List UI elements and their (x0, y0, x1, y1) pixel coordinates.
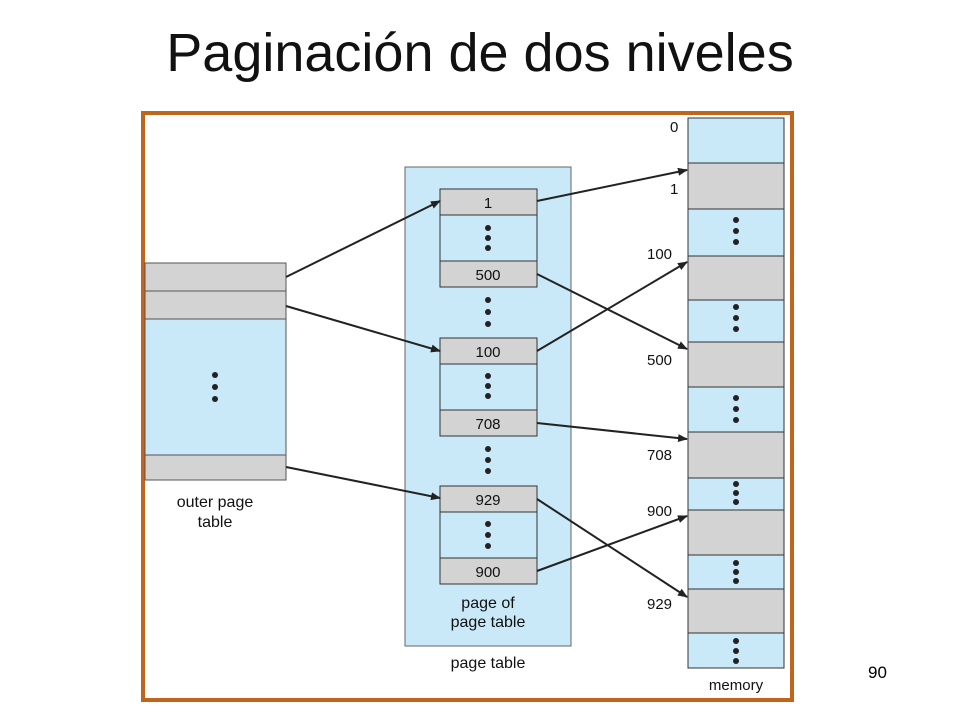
ellipsis-dots (485, 446, 491, 474)
page-of-page-table-1: 1 500 (439, 188, 538, 288)
memory-address: 900 (647, 503, 672, 520)
arrow-entry-900-to-memory (536, 515, 688, 572)
page-of-page-table-label-line1: page of (461, 595, 515, 612)
arrow-entry-500-to-memory (536, 273, 688, 350)
arrow-entry-708-to-memory (536, 422, 688, 443)
memory-frame (687, 341, 785, 388)
slide-number: 90 (868, 663, 887, 682)
ellipsis-dots (485, 297, 491, 327)
ellipsis-dots (485, 225, 491, 251)
memory-address: 0 (670, 119, 678, 136)
arrow-outer-to-ptable-3 (285, 466, 441, 501)
pointer-arrows (285, 167, 688, 598)
memory-frame (687, 162, 785, 210)
arrow-entry-1-to-memory (536, 167, 688, 202)
page-table-entry: 708 (475, 416, 500, 433)
memory-frame (687, 509, 785, 556)
page-table-label: page table (451, 655, 526, 672)
page-table: 1 500 100 708 929 900 (404, 166, 572, 672)
ellipsis-dots (212, 372, 218, 402)
outer-table-label-line1: outer page (177, 494, 254, 511)
page-of-page-table-label-line2: page table (451, 614, 526, 631)
ellipsis-dots (733, 217, 739, 664)
slide-title: Paginación de dos niveles (166, 23, 794, 83)
outer-page-table: outer page table (144, 262, 287, 531)
page-of-page-table-2: 100 708 (439, 337, 538, 437)
memory-frame (687, 255, 785, 301)
page-table-entry: 929 (475, 492, 500, 509)
memory-address: 1 (670, 181, 678, 198)
outer-entry-1 (144, 262, 287, 292)
page-table-entry: 1 (484, 195, 492, 212)
outer-entry-last (144, 454, 287, 481)
page-of-page-table-3: 929 900 (439, 485, 538, 585)
arrow-outer-to-ptable-1 (285, 200, 441, 278)
memory-label: memory (709, 677, 764, 694)
memory: 0 1 100 500 708 900 929 memory (647, 117, 785, 694)
page-table-entry: 100 (475, 344, 500, 361)
arrow-entry-100-to-memory (536, 261, 688, 352)
memory-address: 100 (647, 246, 672, 263)
memory-frame (687, 431, 785, 479)
outer-entry-2 (144, 290, 287, 320)
memory-address: 708 (647, 447, 672, 464)
memory-address: 929 (647, 596, 672, 613)
page-table-entry: 500 (475, 267, 500, 284)
arrow-entry-929-to-memory (536, 498, 688, 598)
ellipsis-dots (485, 521, 491, 549)
memory-address: 500 (647, 352, 672, 369)
arrow-outer-to-ptable-2 (285, 305, 441, 353)
outer-table-label-line2: table (198, 514, 233, 531)
memory-frame (687, 588, 785, 634)
ellipsis-dots (485, 373, 491, 399)
page-table-entry: 900 (475, 564, 500, 581)
